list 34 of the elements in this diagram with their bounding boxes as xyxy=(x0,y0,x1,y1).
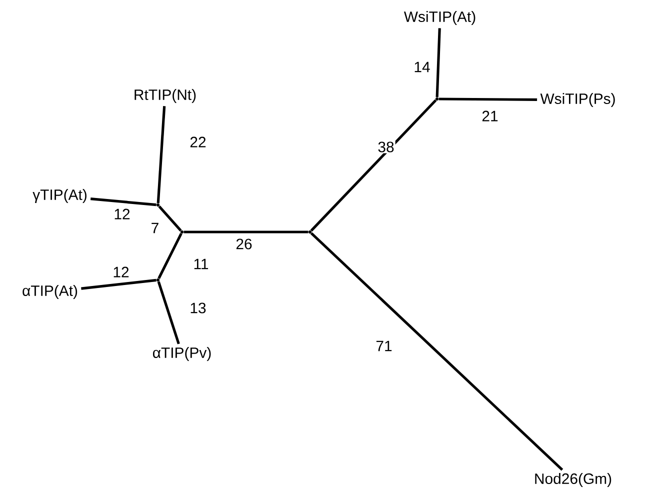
branch-line xyxy=(184,230,308,234)
edge-label: 11 xyxy=(192,258,210,270)
edge-label: 22 xyxy=(188,136,208,148)
branch-line xyxy=(436,28,441,98)
branch-point xyxy=(308,230,312,234)
leaf-label: Nod26(Gm) xyxy=(535,473,612,487)
branch-line xyxy=(158,233,182,279)
branch-line xyxy=(156,106,166,204)
edge-label: 12 xyxy=(112,266,130,278)
leaf-label: WsiTIP(Ps) xyxy=(540,93,615,107)
leaf-label: γTIP(At) xyxy=(32,189,86,203)
leaf-label: αTIP(Pv) xyxy=(153,347,211,361)
edge-label: 38 xyxy=(376,140,396,154)
leaf-label: WsiTIP(At) xyxy=(404,11,476,25)
branch-line xyxy=(158,205,182,232)
branch-line xyxy=(81,278,156,290)
edge-label: 26 xyxy=(234,238,254,250)
branch-point xyxy=(180,230,184,234)
branch-line xyxy=(438,98,538,101)
branch-point xyxy=(435,97,439,101)
edge-label: 12 xyxy=(112,208,132,220)
branch-line xyxy=(310,232,564,471)
edge-label: 7 xyxy=(150,222,160,234)
branch-point xyxy=(156,203,160,207)
branch-point xyxy=(156,278,160,282)
edge-label: 13 xyxy=(188,302,208,314)
edge-label: 14 xyxy=(412,60,432,74)
edge-label: 21 xyxy=(480,110,500,122)
branch-line xyxy=(90,198,156,206)
branch-line xyxy=(157,281,180,344)
branch-line xyxy=(310,99,437,232)
leaf-label: αTIP(At) xyxy=(22,285,78,299)
edge-label: 71 xyxy=(374,340,394,352)
leaf-label: RtTIP(Nt) xyxy=(134,89,196,103)
